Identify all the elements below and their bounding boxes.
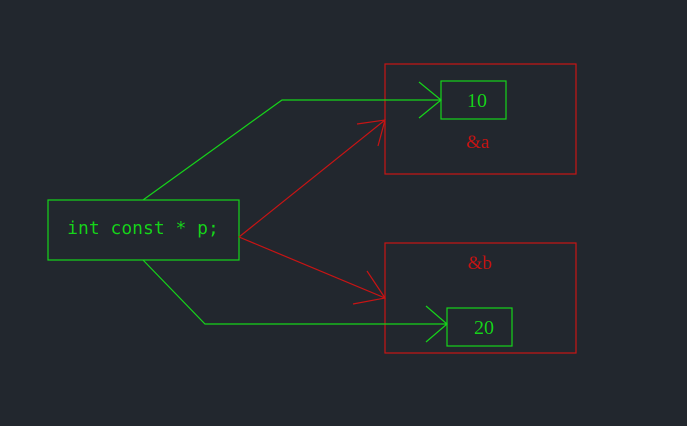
red-arrowhead-b — [352, 270, 387, 305]
pointer-label: int const * p; — [67, 218, 219, 239]
red-arrowhead-a — [356, 119, 386, 147]
value-a: 10 — [467, 90, 487, 112]
green-connector-b — [142, 259, 447, 325]
green-arrowhead-b — [425, 305, 448, 343]
red-arrow-b — [238, 236, 386, 299]
value-b: 20 — [474, 317, 494, 339]
green-connector-a — [142, 99, 441, 201]
red-arrow-a — [238, 119, 386, 238]
green-arrowhead-a — [418, 81, 442, 119]
value-box-b — [446, 307, 513, 347]
address-label-b: &b — [468, 253, 492, 274]
address-box-a — [384, 63, 577, 175]
address-label-a: &a — [466, 132, 490, 153]
